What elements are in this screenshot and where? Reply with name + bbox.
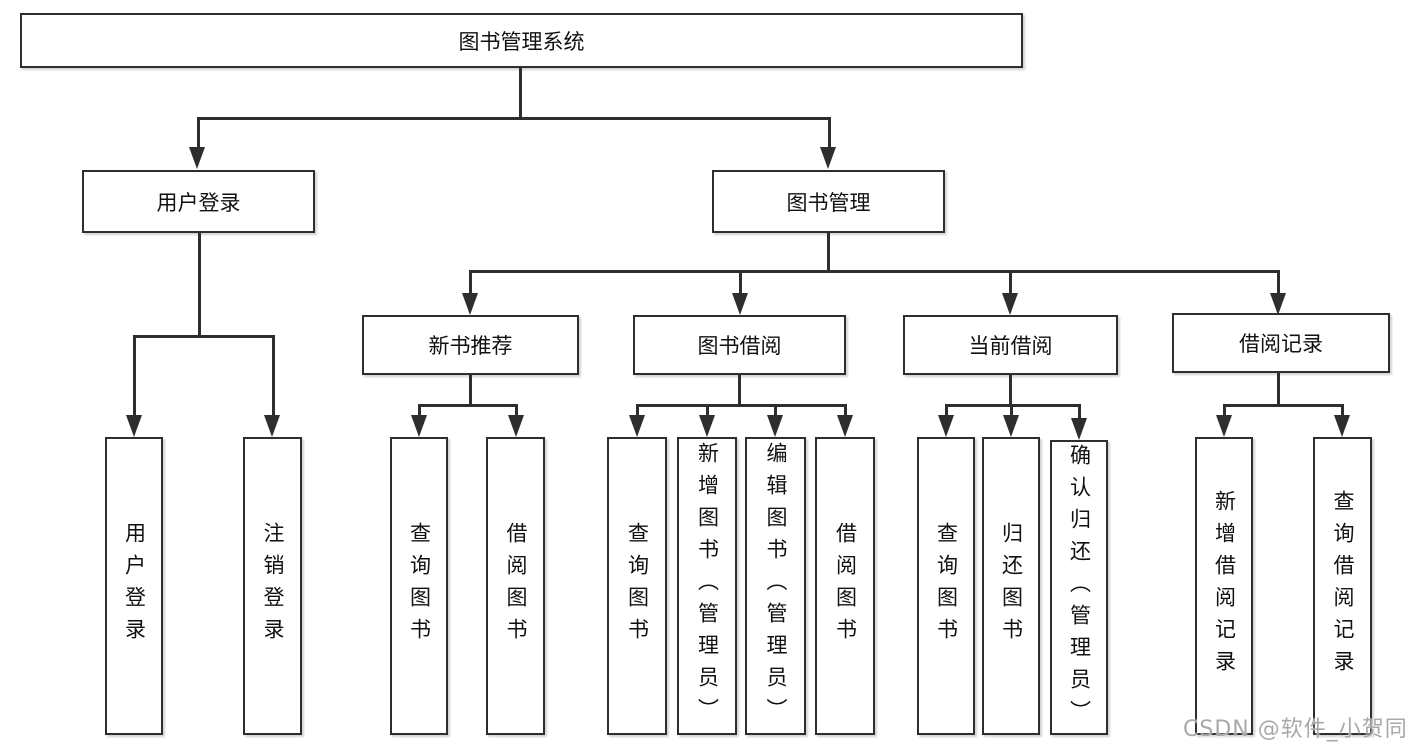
connector-book-management-branch (469, 270, 1280, 273)
leaf-add-borrow-record: 新增借阅记录 (1195, 437, 1253, 735)
connector-drop (844, 404, 847, 420)
node-user-login: 用户登录 (82, 170, 315, 233)
arrowhead-down-icon (767, 415, 783, 437)
leaf-query-borrow-record: 查询借阅记录 (1313, 437, 1372, 735)
connector-drop (1341, 404, 1344, 420)
node-borrow-records: 借阅记录 (1172, 313, 1390, 373)
leaf-confirm-return-admin: 确认归还（管理员） (1050, 440, 1108, 735)
arrowhead-down-icon (1216, 415, 1232, 437)
connector-drop-book-borrow (739, 270, 742, 295)
leaf-logout: 注销登录 (243, 437, 302, 735)
connector-drop (636, 404, 639, 420)
leaf-add-book-admin: 新增图书（管理员） (677, 437, 737, 735)
leaf-query-books-borrow: 查询图书 (607, 437, 667, 735)
connector-drop-new-book (469, 270, 472, 295)
arrowhead-down-icon (1334, 415, 1350, 437)
leaf-edit-book-admin: 编辑图书（管理员） (745, 437, 806, 735)
connector-current-borrow-stem (1009, 375, 1012, 406)
arrowhead-down-icon (508, 415, 524, 437)
arrowhead-down-icon (1002, 293, 1018, 315)
arrowhead-down-icon (1270, 293, 1286, 315)
arrowhead-down-icon (629, 415, 645, 437)
connector-drop (1010, 404, 1013, 420)
arrowhead-down-icon (411, 415, 427, 437)
leaf-borrow-books-recommend: 借阅图书 (486, 437, 545, 735)
connector-drop-leaf-user-login (133, 335, 136, 418)
connector-new-book-branch (418, 404, 517, 407)
leaf-query-books-current: 查询图书 (917, 437, 975, 735)
connector-drop-leaf-logout (272, 335, 275, 418)
connector-user-login-branch (133, 335, 274, 338)
leaf-user-login: 用户登录 (105, 437, 163, 735)
arrowhead-down-icon (462, 293, 478, 315)
node-root: 图书管理系统 (20, 13, 1023, 68)
node-book-management: 图书管理 (712, 170, 945, 233)
connector-drop (706, 404, 709, 420)
connector-borrow-records-stem (1277, 373, 1280, 406)
connector-drop-current-borrow (1009, 270, 1012, 295)
connector-drop (774, 404, 777, 420)
arrowhead-down-icon (1071, 418, 1087, 440)
leaf-query-books-recommend: 查询图书 (390, 437, 448, 735)
arrowhead-down-icon (938, 415, 954, 437)
arrowhead-down-icon (126, 415, 142, 437)
connector-user-login-stem (198, 233, 201, 337)
arrowhead-down-icon (1003, 415, 1019, 437)
connector-book-management-stem (827, 232, 830, 272)
leaf-return-book: 归还图书 (982, 437, 1040, 735)
connector-current-borrow-branch (945, 404, 1080, 407)
connector-root-stem (519, 68, 522, 119)
arrowhead-down-icon (820, 147, 836, 169)
connector-drop-borrow-records (1277, 270, 1280, 295)
connector-borrow-records-branch (1223, 404, 1344, 407)
node-current-borrow: 当前借阅 (903, 315, 1118, 375)
connector-book-borrow-branch (636, 404, 846, 407)
arrowhead-down-icon (189, 147, 205, 169)
connector-drop-book-management (828, 117, 831, 149)
connector-root-branch (197, 117, 831, 120)
arrowhead-down-icon (732, 293, 748, 315)
node-book-borrow: 图书借阅 (633, 315, 846, 375)
arrowhead-down-icon (264, 415, 280, 437)
connector-drop (1078, 404, 1081, 420)
arrowhead-down-icon (699, 415, 715, 437)
connector-book-borrow-stem (738, 375, 741, 406)
leaf-borrow-books: 借阅图书 (815, 437, 875, 735)
watermark: CSDN @软件_小贺同学 (1183, 717, 1405, 742)
connector-drop (515, 404, 518, 420)
arrowhead-down-icon (837, 415, 853, 437)
connector-drop (418, 404, 421, 420)
connector-drop-user-login (197, 117, 200, 149)
connector-drop (945, 404, 948, 420)
node-new-book-recommend: 新书推荐 (362, 315, 579, 375)
connector-new-book-stem (469, 375, 472, 406)
connector-drop (1223, 404, 1226, 420)
